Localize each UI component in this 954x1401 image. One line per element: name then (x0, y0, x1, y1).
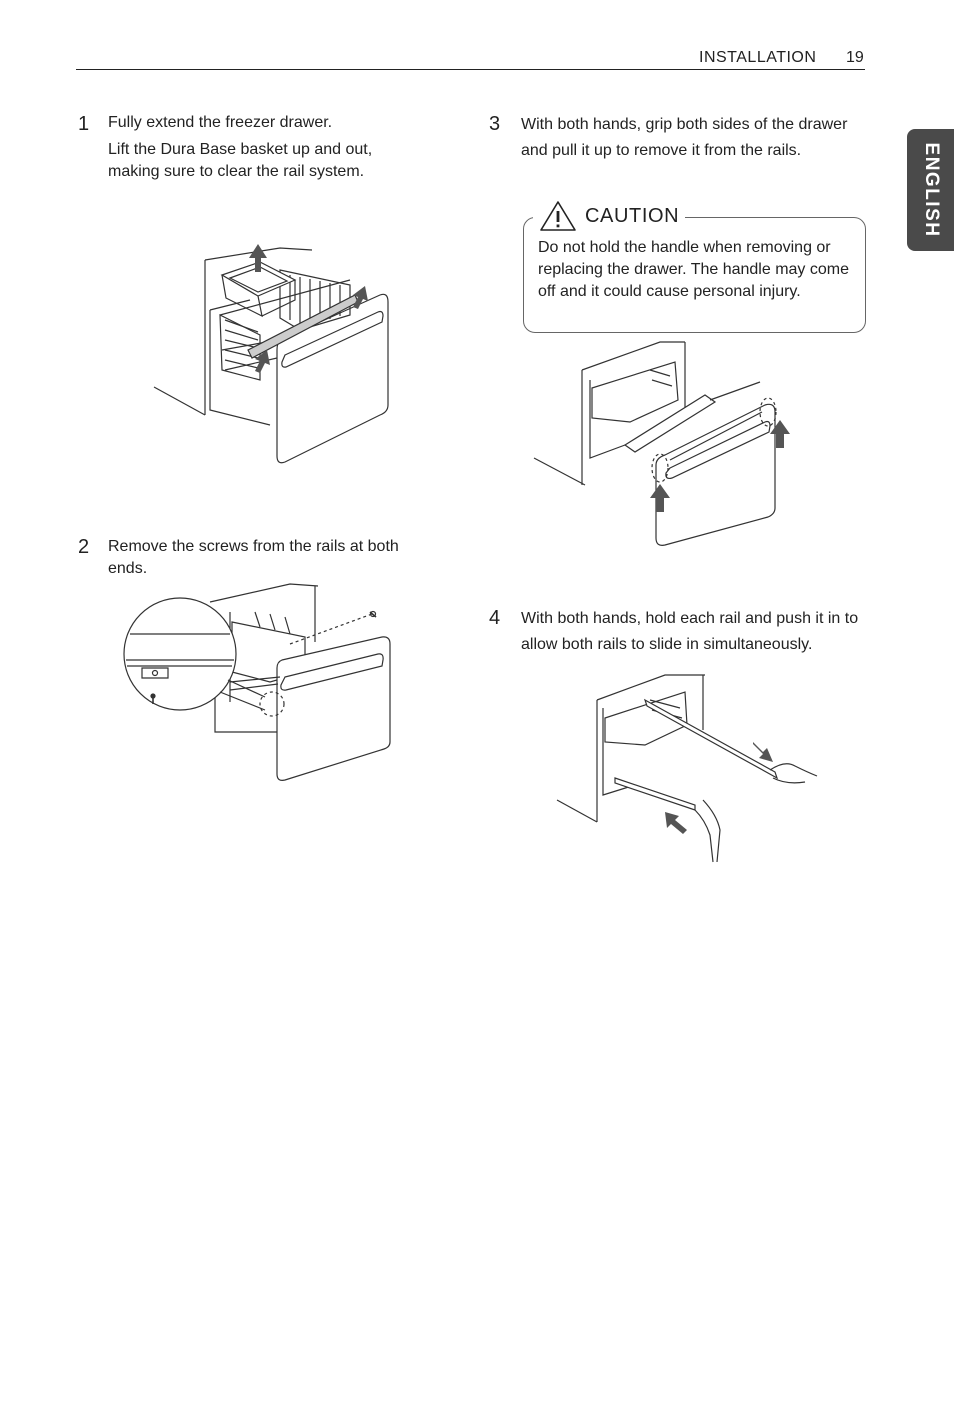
caution-heading: CAUTION (533, 200, 686, 232)
step-1-number: 1 (78, 113, 90, 135)
figure-push-rails (555, 670, 820, 865)
step-3-text: With both hands, grip both sides of the … (521, 116, 848, 159)
page-number: 19 (846, 49, 864, 66)
language-tab-label: ENGLISH (920, 142, 942, 238)
step-4-text: With both hands, hold each rail and push… (521, 610, 859, 653)
caution-text: Do not hold the handle when removing or … (538, 239, 849, 300)
caution-box (523, 217, 866, 333)
figure-remove-drawer (530, 340, 790, 548)
caution-title: CAUTION (585, 204, 680, 227)
section-name: INSTALLATION (699, 49, 817, 66)
figure-remove-screws (120, 582, 395, 787)
step-2-text: Remove the screws from the rails at both… (108, 538, 399, 577)
step-1-text: Lift the Dura Base basket up and out, ma… (108, 141, 373, 180)
step-4-number: 4 (489, 607, 501, 629)
step-3-number: 3 (489, 113, 501, 135)
step-1-text: Fully extend the freezer drawer. (108, 114, 333, 131)
header-divider (76, 69, 865, 70)
language-tab: ENGLISH (907, 129, 954, 251)
figure-remove-basket (150, 244, 395, 468)
step-2-number: 2 (78, 536, 90, 558)
warning-triangle-icon (540, 201, 576, 231)
